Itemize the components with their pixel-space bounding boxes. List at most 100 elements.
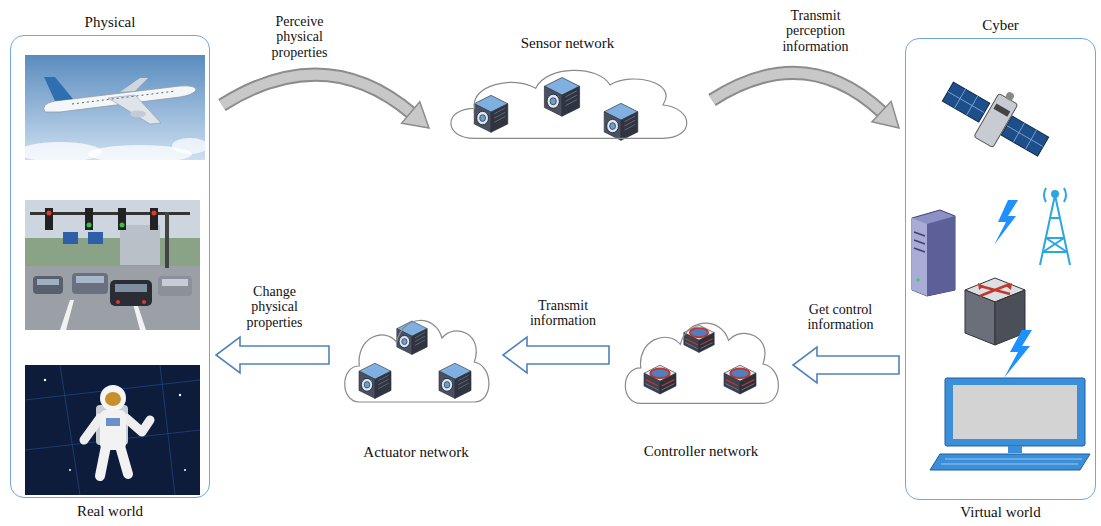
airplane-photo	[172, 138, 208, 154]
satellite-icon	[948, 92, 984, 113]
arrow-body	[216, 337, 329, 373]
cloud-outline	[335, 302, 497, 422]
server-icon	[912, 210, 955, 296]
airplane-photo	[44, 77, 73, 101]
server-icon	[916, 278, 920, 282]
node-label: Sensor network	[375, 35, 760, 52]
antenna-tower	[1046, 238, 1067, 252]
network-cloud: Actuator network	[335, 302, 497, 422]
router-icon	[978, 283, 984, 290]
satellite-icon	[942, 82, 989, 122]
edge-label: Transmit perception information	[768, 8, 863, 54]
arrow-head	[402, 102, 429, 128]
edge-label: Transmit information	[518, 298, 608, 329]
network-cloud: Sensor network	[435, 55, 700, 155]
antenna-tower	[1055, 195, 1070, 265]
astronaut-photo	[106, 418, 120, 426]
traffic-photo	[120, 223, 125, 228]
traffic-photo	[76, 276, 104, 283]
router-icon	[980, 284, 1010, 296]
computer-icon	[1008, 446, 1022, 453]
traffic-photo	[88, 232, 103, 244]
antenna-tower	[1043, 238, 1064, 252]
controller-device	[644, 365, 676, 394]
antenna-tower	[1040, 195, 1055, 265]
traffic-photo	[85, 208, 93, 230]
traffic-photo	[25, 238, 200, 268]
actuator-device	[439, 363, 471, 398]
curved-arrow	[712, 73, 899, 128]
node-label: Cyber	[846, 17, 1101, 34]
astronaut-photo	[69, 469, 71, 471]
antenna-tower	[1040, 188, 1070, 265]
satellite-icon	[1004, 91, 1015, 102]
traffic-photo	[45, 208, 53, 230]
traffic-photo	[60, 300, 74, 330]
traffic-photo	[63, 232, 78, 244]
block-arrow	[216, 337, 329, 373]
computer-icon	[953, 385, 1077, 439]
traffic-photo	[25, 200, 200, 330]
node-label: Actuator network	[275, 444, 557, 461]
actuator-device	[359, 363, 391, 398]
router-icon	[965, 278, 1025, 345]
airplane-photo	[120, 78, 148, 92]
arrow-body	[503, 337, 609, 373]
astronaut-photo	[100, 385, 126, 411]
sensor-device	[544, 78, 579, 117]
world-panel: PhysicalReal world	[10, 35, 210, 498]
computer-icon	[945, 378, 1085, 446]
sensor-device	[474, 95, 508, 132]
server-icon	[914, 248, 925, 252]
airplane-photo	[108, 95, 161, 124]
arrow-shaft	[712, 73, 883, 113]
router-icon	[1006, 283, 1012, 290]
curved-arrow	[222, 75, 429, 128]
node-label: Physical	[0, 14, 269, 31]
astronaut-photo	[105, 392, 121, 406]
traffic-photo	[118, 208, 126, 230]
antenna-tower	[1050, 217, 1060, 219]
wireless-bolt	[1004, 330, 1032, 378]
satellite-icon	[1001, 116, 1048, 156]
traffic-photo	[87, 223, 92, 228]
astronaut-photo	[60, 365, 80, 495]
arrow-shaft	[712, 73, 883, 113]
airplane-photo	[130, 111, 146, 118]
traffic-photo	[158, 276, 192, 296]
world-panel: CyberVirtual world	[905, 38, 1096, 500]
astronaut-photo	[44, 379, 46, 381]
computer-icon	[945, 459, 1082, 460]
router-icon	[965, 290, 995, 345]
traffic-photo	[25, 266, 200, 330]
computer-icon	[941, 464, 1078, 465]
arrow-head	[872, 101, 899, 128]
computer-icon	[930, 378, 1090, 470]
satellite-icon	[1007, 126, 1043, 147]
astronaut-photo	[100, 410, 126, 450]
cloud-outline	[435, 55, 700, 155]
block-arrow	[793, 347, 899, 383]
traffic-photo	[120, 225, 160, 265]
network-cloud: Controller network	[615, 305, 787, 423]
traffic-photo	[150, 208, 158, 230]
cloud-outline	[615, 305, 787, 423]
node-label: Virtual world	[846, 504, 1101, 521]
server-icon	[914, 240, 925, 244]
traffic-photo	[47, 211, 52, 216]
astronaut-photo	[100, 446, 106, 476]
arrow-body	[793, 347, 899, 383]
astronaut-photo	[184, 469, 186, 471]
traffic-photo	[142, 300, 146, 304]
edge-label: Perceive physical properties	[252, 14, 347, 60]
satellite-icon	[935, 65, 1059, 169]
traffic-photo	[25, 200, 200, 330]
astronaut-photo	[179, 394, 181, 396]
actuator-device	[397, 321, 427, 354]
astronaut-photo	[126, 418, 150, 432]
server-icon	[914, 232, 925, 236]
traffic-photo	[72, 273, 108, 294]
